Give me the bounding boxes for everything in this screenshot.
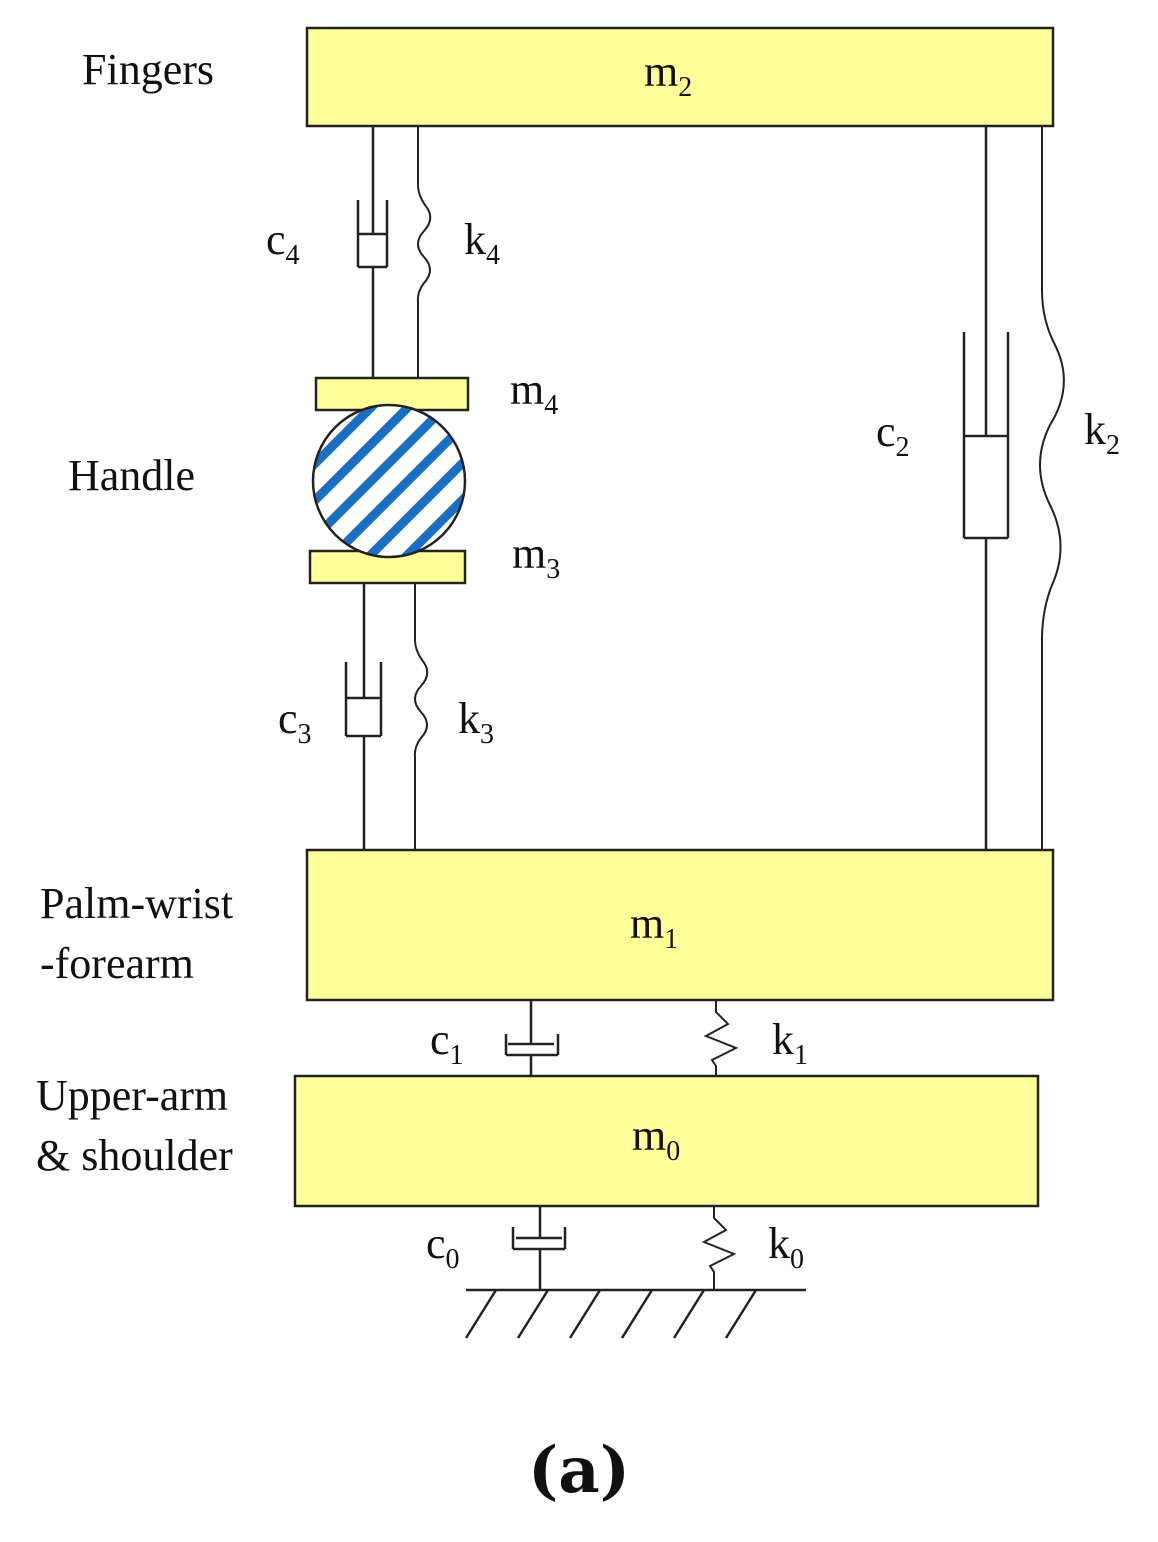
spring-k3-label: k3 — [458, 694, 494, 750]
spring-k2-label: k2 — [1084, 405, 1120, 461]
damper-c2 — [962, 126, 1010, 850]
mass-m2-box — [305, 26, 1055, 128]
label-shoulder: & shoulder — [36, 1131, 233, 1180]
damper-c0-label: c0 — [426, 1219, 460, 1275]
damper-c2-label: c2 — [876, 407, 910, 463]
label-upper-arm: Upper-arm — [36, 1071, 228, 1120]
mass-m3-label: m3 — [512, 529, 560, 585]
damper-c3 — [344, 583, 383, 850]
mass-m1-box — [305, 848, 1055, 1002]
mass-m0-label: m0 — [632, 1111, 680, 1167]
damper-c4-label: c4 — [266, 215, 300, 271]
label-fingers: Fingers — [82, 45, 214, 94]
damper-c1-label: c1 — [430, 1015, 464, 1071]
mass-m1-label: m1 — [630, 899, 678, 955]
damper-c4 — [356, 126, 389, 378]
damper-c3-label: c3 — [278, 694, 312, 750]
spring-k0-label: k0 — [768, 1219, 804, 1275]
mass-m2-label: m2 — [644, 47, 692, 103]
mass-m4-label: m4 — [510, 365, 558, 421]
spring-k4 — [416, 126, 432, 378]
figure-caption: (a) — [528, 1433, 630, 1508]
label-handle: Handle — [68, 451, 195, 500]
spring-k4-label: k4 — [464, 215, 500, 271]
spring-k0 — [701, 1206, 737, 1290]
damper-c1 — [504, 1000, 560, 1076]
spring-k2 — [1039, 126, 1065, 850]
ground — [464, 1288, 806, 1339]
label-forearm: -forearm — [40, 939, 194, 988]
mass-m0-box — [293, 1074, 1040, 1208]
damper-c0 — [511, 1206, 567, 1290]
spring-k3 — [413, 583, 429, 850]
spring-k1-label: k1 — [772, 1015, 808, 1071]
label-palm-wrist: Palm-wrist — [40, 879, 233, 928]
spring-k1 — [703, 1000, 739, 1076]
handle-circle — [311, 403, 467, 559]
